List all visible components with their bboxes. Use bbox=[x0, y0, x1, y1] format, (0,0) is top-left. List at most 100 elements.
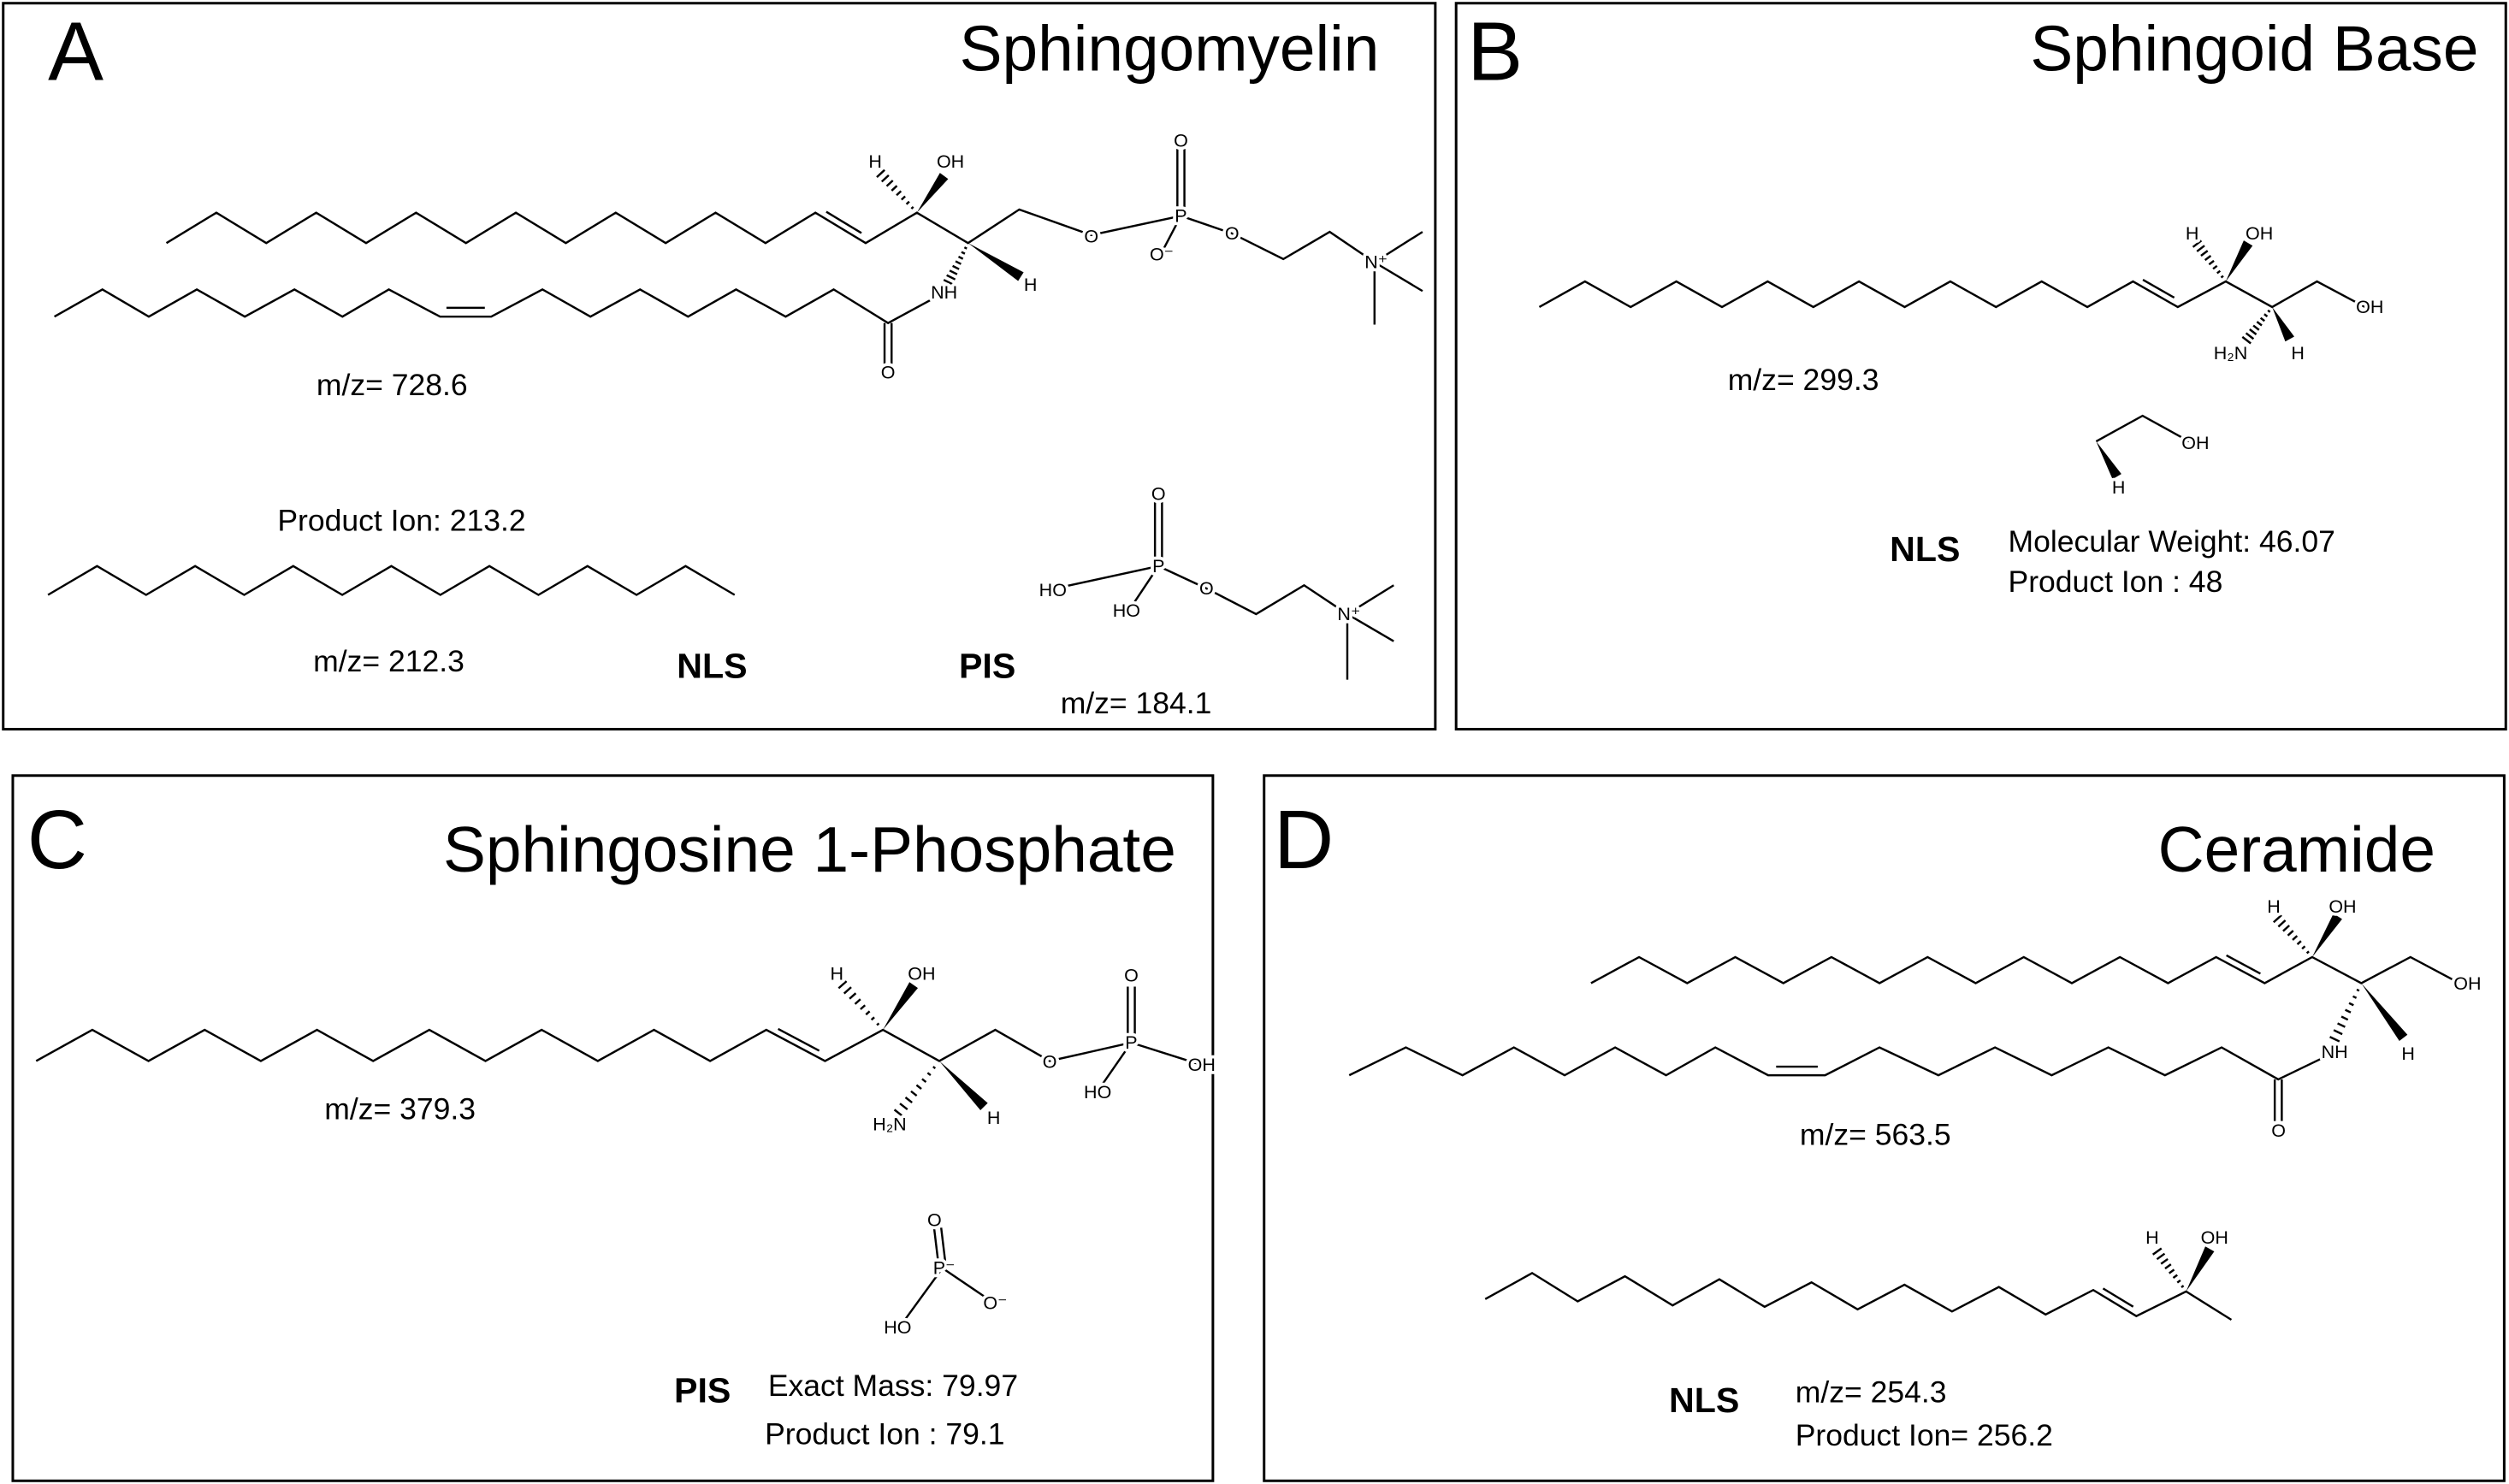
hashed-bond-stroke bbox=[2204, 255, 2212, 262]
atom-label: H bbox=[2401, 1044, 2415, 1064]
hashed-bond-stroke bbox=[2169, 1268, 2175, 1274]
atom-label: O bbox=[881, 363, 896, 383]
hashed-bond-stroke bbox=[854, 998, 861, 1005]
atom-label: H₂N bbox=[2214, 343, 2247, 364]
hashed-bond-stroke bbox=[2263, 313, 2269, 317]
double-bond-inner-line bbox=[2142, 278, 2175, 299]
hashed-bond-stroke bbox=[2216, 269, 2222, 275]
hashed-bond-stroke bbox=[2292, 935, 2299, 941]
panel-a-sphingomyelin: A Sphingomyelin m/z= 728.6 Product Ion: … bbox=[2, 2, 1437, 731]
atom-label: OH bbox=[937, 151, 964, 172]
single-bond bbox=[1131, 1041, 1198, 1065]
single-bond bbox=[942, 1267, 988, 1300]
hashed-bond-stroke bbox=[955, 260, 962, 265]
hashed-bond-stroke bbox=[2176, 1279, 2181, 1284]
molecular-weight: Molecular Weight: 46.07 bbox=[2009, 524, 2335, 559]
atom-label: OH bbox=[1188, 1055, 1216, 1075]
exact-mass: Exact Mass: 79.97 bbox=[768, 1369, 1018, 1403]
hashed-bond-stroke bbox=[885, 180, 894, 187]
atom-label: NH bbox=[931, 282, 957, 303]
single-bond bbox=[1132, 565, 1160, 606]
atom-labels: H OH OH H₂N H OH H bbox=[2109, 220, 2387, 501]
nls-fragment-bond bbox=[2095, 414, 2190, 443]
hashed-bond-stroke bbox=[865, 1010, 871, 1016]
hashed-bond-stroke bbox=[2181, 1285, 2185, 1288]
pis-fragment-mz: m/z= 184.1 bbox=[1061, 686, 1212, 720]
wedge-bond bbox=[939, 1061, 988, 1110]
panel-c-frame bbox=[11, 774, 1215, 1482]
product-ion: Product Ion : 48 bbox=[2009, 565, 2223, 599]
hashed-bond-stroke bbox=[2305, 950, 2310, 955]
atom-label: P bbox=[1125, 1032, 1137, 1053]
wedge-bond bbox=[883, 982, 919, 1031]
hashed-bond-stroke bbox=[2220, 275, 2224, 279]
atom-labels: H OH O P O OH HO H₂N H O P⁻ O⁻ HO bbox=[827, 961, 1219, 1341]
hashed-bond-stroke bbox=[843, 986, 852, 995]
hashed-bond-stroke bbox=[860, 1004, 867, 1010]
hashed-bond-stroke bbox=[921, 1078, 927, 1084]
hashed-bond-stroke bbox=[2256, 321, 2263, 327]
panel-b-frame bbox=[1454, 2, 2507, 731]
precursor-mz: m/z= 728.6 bbox=[317, 368, 468, 402]
hashed-bond-stroke bbox=[2200, 250, 2209, 257]
single-bond bbox=[902, 1267, 944, 1322]
sphingosine-backbone bbox=[1590, 955, 2460, 984]
atom-label: O bbox=[2271, 1120, 2286, 1141]
wedge-bond bbox=[968, 243, 1024, 281]
hashed-bond-stroke bbox=[2352, 995, 2358, 999]
nls-fragment-mz: m/z= 212.3 bbox=[313, 644, 465, 678]
hashed-bond-stroke bbox=[876, 1022, 880, 1026]
hashed-bond-stroke bbox=[932, 1066, 937, 1070]
methyl-bond bbox=[1374, 231, 1423, 263]
pis-label: PIS bbox=[959, 647, 1015, 686]
hashed-bond-stroke bbox=[963, 246, 968, 250]
hashed-bond-stroke bbox=[870, 1016, 875, 1021]
panel-title: Sphingosine 1-Phosphate bbox=[443, 813, 1176, 885]
hashed-bond-stroke bbox=[904, 1097, 913, 1103]
atom-label: O⁻ bbox=[1150, 244, 1174, 264]
precursor-mz: m/z= 379.3 bbox=[324, 1092, 476, 1126]
sphingosine-backbone bbox=[165, 208, 1376, 263]
hashed-bond-stroke bbox=[946, 274, 956, 281]
hashed-bond-stroke bbox=[896, 190, 902, 197]
sphingoid-backbone bbox=[1538, 280, 2366, 309]
precursor-mz: m/z= 299.3 bbox=[1728, 363, 1879, 397]
atom-label: O bbox=[1199, 578, 1214, 599]
panel-b-structures bbox=[1538, 239, 2366, 480]
hashed-bond-stroke bbox=[2277, 919, 2287, 928]
nls-fragment-mz: m/z= 254.3 bbox=[1796, 1375, 1947, 1410]
atom-label: OH bbox=[2246, 223, 2273, 244]
phosphocholine-bond bbox=[1157, 565, 1348, 616]
atom-label: NH bbox=[2322, 1042, 2348, 1062]
hashed-bond-stroke bbox=[2156, 1252, 2166, 1261]
atom-label: N⁺ bbox=[1337, 604, 1360, 624]
precursor-mz: m/z= 563.5 bbox=[1800, 1118, 1951, 1152]
hashed-bond-stroke bbox=[2249, 328, 2258, 335]
hashed-bond-stroke bbox=[2164, 1263, 2172, 1270]
nls-label: NLS bbox=[677, 647, 747, 686]
hashed-bond-stroke bbox=[2267, 309, 2271, 313]
atom-label: H bbox=[2267, 896, 2281, 917]
single-bond bbox=[1062, 565, 1159, 588]
product-ion: Product Ion= 256.2 bbox=[1796, 1418, 2053, 1452]
hashed-bond-stroke bbox=[2192, 239, 2203, 248]
atom-label: HO bbox=[1084, 1082, 1111, 1103]
hashed-bond-stroke bbox=[2208, 259, 2215, 266]
methyl-bond bbox=[1346, 612, 1394, 642]
nls-label: NLS bbox=[1669, 1381, 1739, 1420]
atom-label: OH bbox=[2329, 896, 2356, 917]
methyl-bond bbox=[1374, 261, 1423, 293]
panel-d-ceramide: D Ceramide m/z= 563.5 NLS m/z= 254.3 Pro… bbox=[1263, 774, 2506, 1482]
hashed-bond-stroke bbox=[876, 169, 885, 179]
double-bond-inner-line bbox=[2102, 1287, 2134, 1308]
single-bond bbox=[1101, 1042, 1133, 1085]
panel-d-frame bbox=[1263, 774, 2506, 1482]
hashed-bond-stroke bbox=[837, 980, 848, 990]
hashed-bond-stroke bbox=[2345, 1008, 2352, 1014]
panel-c-structures bbox=[35, 980, 1198, 1322]
panel-title: Sphingoid Base bbox=[2030, 12, 2478, 84]
atom-labels: H OH OH NH H O H OH bbox=[2142, 893, 2484, 1250]
atom-label: HO bbox=[1039, 580, 1067, 600]
nls-fragment-chain bbox=[47, 565, 736, 596]
nls-fragment-chain bbox=[1484, 1271, 2233, 1321]
